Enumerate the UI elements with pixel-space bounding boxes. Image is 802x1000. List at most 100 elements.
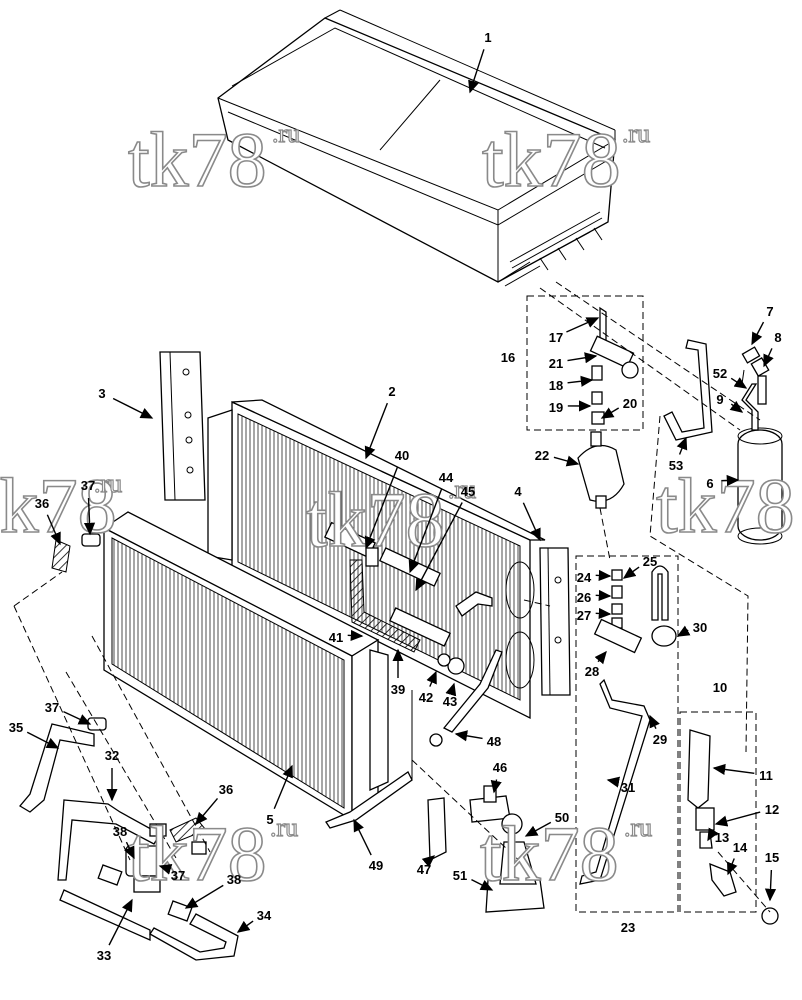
- callout-42: 42: [419, 690, 433, 705]
- callout-1: 1: [484, 30, 491, 45]
- callout-leader-6: [721, 474, 740, 487]
- callout-leader-27: [595, 607, 612, 620]
- callout-leader-34: [236, 920, 254, 933]
- tube-part-53: [663, 339, 713, 441]
- callout-leader-45: [415, 502, 463, 592]
- callout-3: 3: [98, 386, 105, 401]
- watermark-text: tk78: [482, 116, 621, 203]
- callout-leader-18: [567, 375, 594, 387]
- callout-leader-38: [124, 841, 135, 860]
- callout-31: 31: [621, 780, 635, 795]
- callout-leader-5: [273, 764, 293, 810]
- callout-13: 13: [715, 830, 729, 845]
- watermark-suffix: .ru: [448, 475, 476, 504]
- callout-32: 32: [105, 748, 119, 763]
- housing-part-1: [217, 9, 616, 287]
- callout-35: 35: [9, 720, 23, 735]
- watermark-suffix: .ru: [624, 813, 652, 842]
- callout-leader-42: [426, 670, 437, 687]
- callout-leader-9: [729, 400, 744, 413]
- tube-assy-40: [324, 521, 503, 747]
- callout-46: 46: [493, 760, 507, 775]
- callout-leader-37c: [158, 863, 173, 875]
- callout-29: 29: [653, 732, 667, 747]
- callout-4: 4: [514, 484, 522, 499]
- callout-leader-44: [408, 488, 443, 574]
- callout-leader-38b: [184, 884, 224, 909]
- callout-leader-17: [566, 317, 600, 333]
- coil-part-2: [207, 399, 546, 720]
- bracket-part-4: [539, 547, 571, 696]
- callout-leader-12: [714, 811, 761, 827]
- watermark-suffix: .ru: [270, 813, 298, 842]
- callout-leader-1: [468, 49, 485, 94]
- callout-leader-26: [595, 589, 612, 602]
- callout-14: 14: [733, 840, 748, 855]
- valve-assy-46-51: [325, 771, 545, 913]
- callout-leader-33: [108, 898, 133, 946]
- callout-48: 48: [487, 734, 501, 749]
- callout-5: 5: [266, 812, 273, 827]
- valve-assy-part-23: [575, 555, 679, 913]
- watermark-text: tk78: [480, 810, 619, 897]
- callout-leader-36b: [46, 514, 61, 546]
- bracket-part-3: [159, 351, 206, 501]
- callout-21: 21: [549, 356, 563, 371]
- callout-leader-35: [26, 731, 60, 749]
- callout-leader-52: [730, 377, 748, 389]
- callout-18: 18: [549, 378, 563, 393]
- callout-leader-15: [764, 869, 777, 902]
- callout-leader-37b: [63, 710, 92, 725]
- callout-37b: 37: [45, 700, 59, 715]
- callout-leader-30: [676, 625, 691, 637]
- callout-20: 20: [623, 396, 637, 411]
- hose-assy-left: [19, 533, 239, 961]
- callout-leader-43: [445, 682, 457, 697]
- watermark-text: tk78: [128, 116, 267, 203]
- callout-leader-40: [364, 466, 399, 550]
- watermark-suffix: .ru: [622, 119, 650, 148]
- callout-6: 6: [706, 476, 713, 491]
- drier-part-22: [577, 431, 625, 509]
- callout-7: 7: [766, 304, 773, 319]
- callout-leader-48: [454, 730, 483, 742]
- callout-36b: 36: [35, 496, 49, 511]
- callout-24: 24: [577, 570, 592, 585]
- callout-12: 12: [765, 802, 779, 817]
- callout-leader-36: [195, 798, 219, 826]
- callout-28: 28: [585, 664, 599, 679]
- callout-10: 10: [713, 680, 727, 695]
- callout-11: 11: [759, 768, 773, 783]
- callout-38: 38: [113, 824, 127, 839]
- callout-leader-14: [727, 858, 738, 876]
- callout-leader-24: [595, 569, 612, 582]
- callout-leader-7: [751, 321, 765, 346]
- callout-leader-53: [676, 436, 688, 455]
- callout-37: 37: [81, 478, 95, 493]
- callout-leader-13: [707, 827, 719, 842]
- callout-22: 22: [535, 448, 549, 463]
- callout-leader-11: [712, 763, 755, 776]
- callout-33: 33: [97, 948, 111, 963]
- callout-leader-51: [471, 878, 494, 891]
- callout-44: 44: [439, 470, 454, 485]
- callout-leader-3: [112, 397, 154, 419]
- coil-part-5: [102, 511, 389, 822]
- callout-leader-47: [421, 855, 436, 868]
- callout-45: 45: [461, 484, 475, 499]
- callout-16: 16: [501, 350, 515, 365]
- callout-52: 52: [713, 366, 727, 381]
- callout-8: 8: [774, 330, 781, 345]
- callout-leader-2: [364, 402, 389, 460]
- callout-38b: 38: [227, 872, 241, 887]
- callout-23: 23: [621, 920, 635, 935]
- callout-leader-41: [347, 629, 364, 642]
- valve-assy-part-10: [679, 711, 779, 925]
- callout-19: 19: [549, 400, 563, 415]
- watermark-suffix: .ru: [272, 119, 300, 148]
- callout-leader-46: [490, 779, 502, 794]
- callout-50: 50: [555, 810, 569, 825]
- callout-36: 36: [219, 782, 233, 797]
